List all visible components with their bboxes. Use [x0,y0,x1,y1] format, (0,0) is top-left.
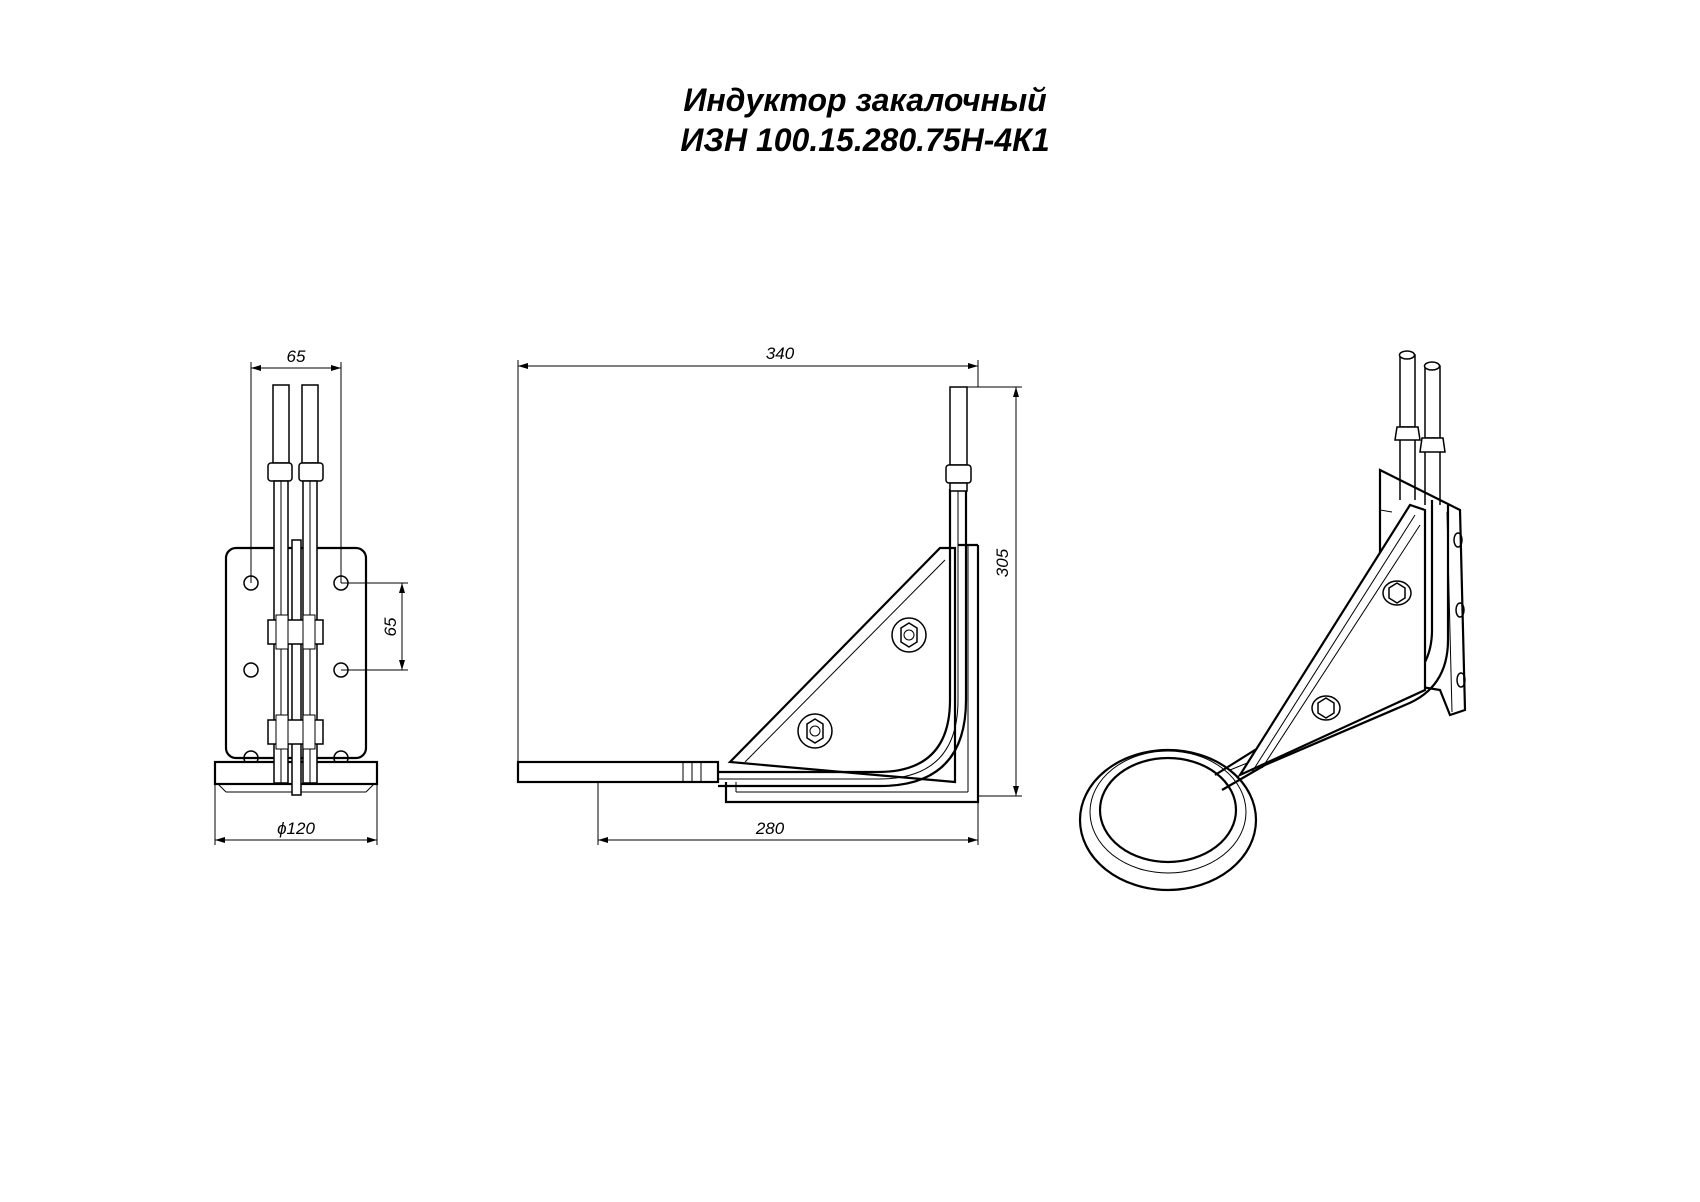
isometric-view [1078,350,1467,892]
side-bolt-lower [797,713,833,749]
plate-hole [243,662,259,678]
front-lead-left-top [272,384,290,464]
front-view: 65 65 ϕ120 [213,347,408,845]
iso-tube-left [1399,354,1416,428]
title-line-1: Индуктор закалочный [683,82,1047,118]
side-base-flange [724,545,980,804]
side-lead-outer [718,489,952,774]
front-fitting-right [298,462,324,482]
iso-insulator-plate [1237,503,1427,778]
side-view: 340 305 280 [516,344,1022,845]
side-lead-top [949,386,968,466]
dim-front-top-width: 65 [287,347,306,366]
front-insulator [291,539,302,796]
iso-bolt-upper [1382,580,1412,606]
dim-front-diameter: ϕ120 [277,819,315,838]
iso-tube-right [1424,365,1441,439]
side-lead-inner [718,489,968,788]
title-line-2: ИЗН 100.15.280.75Н-4К1 [680,122,1050,158]
side-ring-bar [516,760,720,784]
iso-ring-outer [1078,748,1258,892]
dim-side-base-length: 280 [755,819,785,838]
front-fitting-left [267,462,293,482]
side-fitting [945,464,972,484]
iso-bolt-lower [1311,695,1341,721]
iso-fitting-right [1419,437,1446,453]
drawing-title: Индуктор закалочный ИЗН 100.15.280.75Н-4… [0,80,1700,160]
iso-ring-inner [1098,756,1238,864]
front-lead-right-top [301,384,319,464]
iso-fitting-left [1394,426,1421,441]
dim-side-total-length: 340 [766,344,795,363]
dim-side-height: 305 [993,548,1012,577]
iso-lead-b [1221,505,1450,791]
side-insulator-plate [727,546,957,784]
dim-front-hole-spacing: 65 [381,617,400,636]
side-bolt-upper [891,617,927,653]
